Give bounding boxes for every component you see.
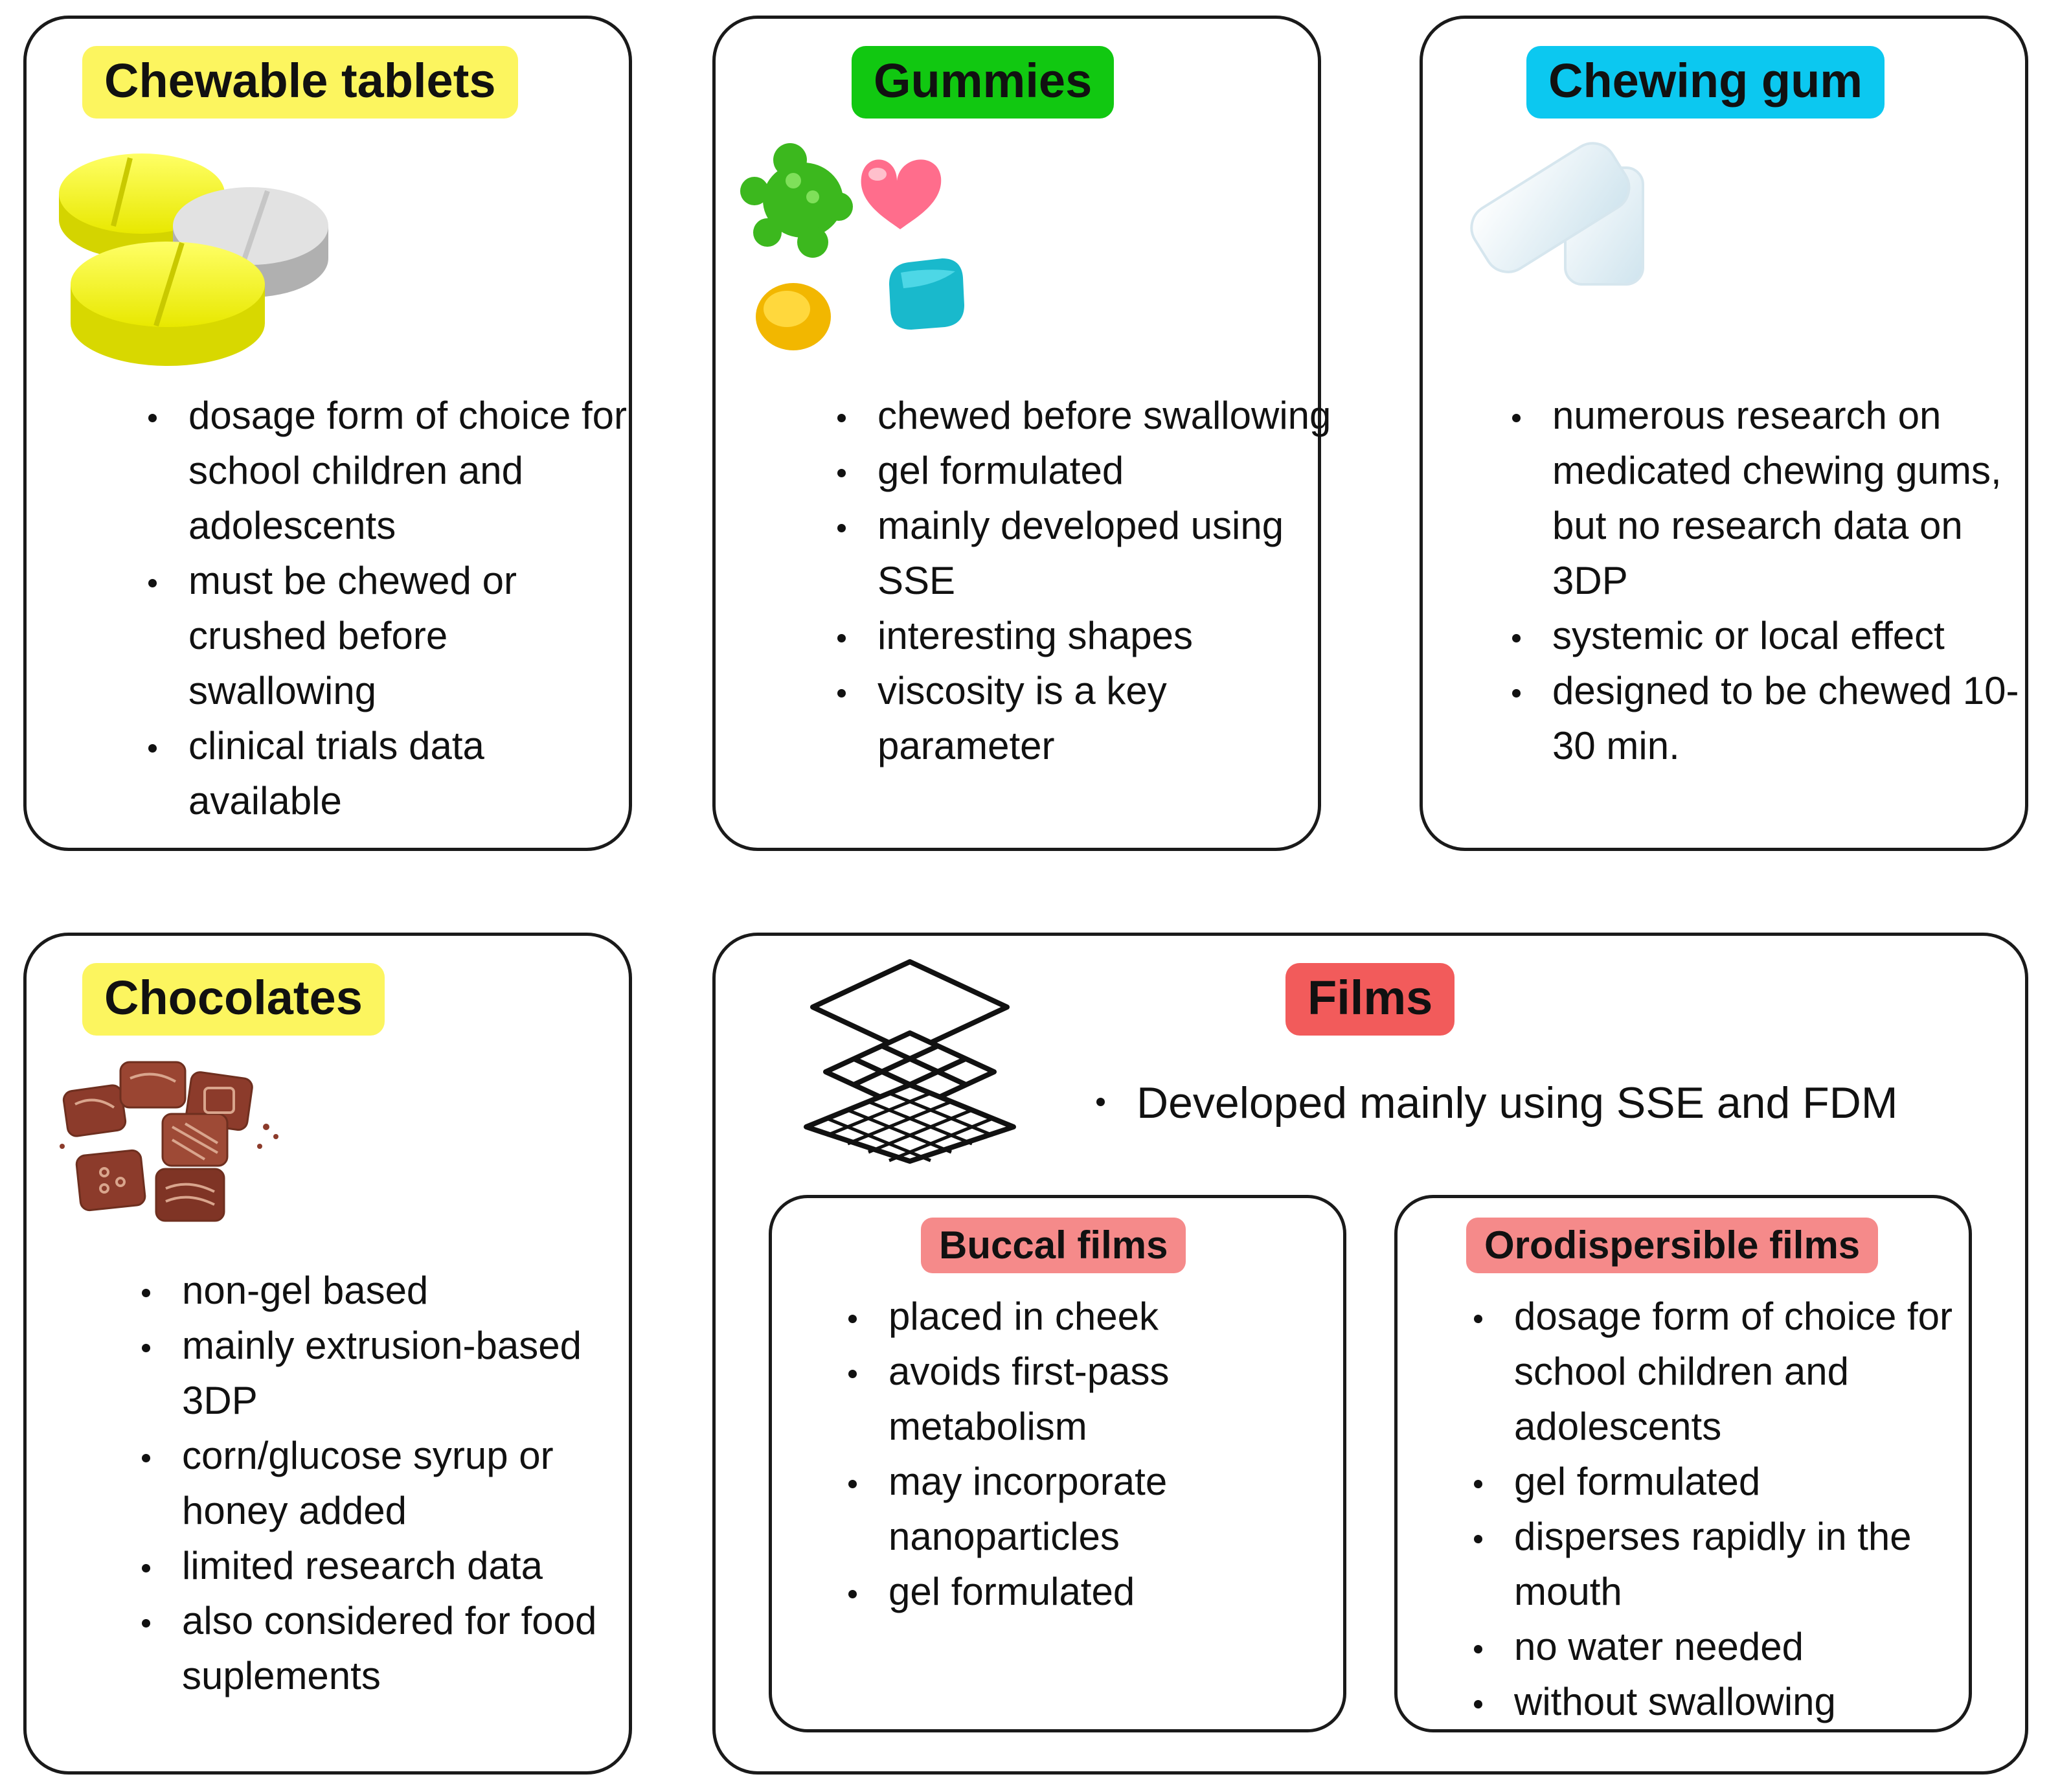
layered-films-icon <box>804 959 1016 1164</box>
list-item: avoids first-pass metabolism <box>848 1344 1342 1454</box>
list-item: disperses rapidly in the mouth <box>1474 1509 1993 1619</box>
list-item: systemic or local effect <box>1512 608 2044 663</box>
gummies-title: Gummies <box>852 46 1115 119</box>
chewable-tablets-list: dosage form of choice for school childre… <box>143 388 642 828</box>
chewing-gum-title: Chewing gum <box>1526 46 1885 119</box>
list-item: without swallowing <box>1474 1674 1993 1729</box>
chocolates-icon <box>60 1061 278 1222</box>
chocolates-card: Chocolates non-gel based mainl <box>23 933 632 1775</box>
chewing-gum-list: numerous research on medicated chewing g… <box>1507 388 2044 773</box>
gummies-list: chewed before swallowing gel formulated … <box>832 388 1344 773</box>
list-item: may incorporate nanoparticles <box>848 1454 1342 1564</box>
buccal-films-list: placed in cheek avoids first-pass metabo… <box>843 1289 1342 1619</box>
list-item: designed to be chewed 10-30 min. <box>1512 663 2044 773</box>
list-item: chewed before swallowing <box>837 388 1344 443</box>
orodispersible-films-list: dosage form of choice for school childre… <box>1469 1289 1993 1729</box>
chewable-tablets-card: Chewable tablets dosage form of choice f… <box>23 16 632 851</box>
list-item: clinical trials data available <box>148 718 642 828</box>
list-item: limited research data <box>142 1538 648 1593</box>
list-item: dosage form of choice for school childre… <box>148 388 642 553</box>
list-item: gel formulated <box>1474 1454 1993 1509</box>
buccal-films-title: Buccal films <box>921 1218 1186 1273</box>
buccal-films-card: Buccal films placed in cheek avoids firs… <box>769 1195 1346 1732</box>
chocolates-list: non-gel based mainly extrusion-based 3DP… <box>137 1263 648 1703</box>
list-item: dosage form of choice for school childre… <box>1474 1289 1993 1454</box>
list-item: non-gel based <box>142 1263 648 1318</box>
orodispersible-films-title: Orodispersible films <box>1466 1218 1879 1273</box>
orodispersible-films-card: Orodispersible films dosage form of choi… <box>1394 1195 1972 1732</box>
list-item: no water needed <box>1474 1619 1993 1674</box>
films-list: Developed mainly using SSE and FDM <box>1091 1072 2043 1134</box>
chewing-gum-card: Chewing gum numerous research on medicat… <box>1420 16 2028 851</box>
list-item: must be chewed or crushed before swallow… <box>148 553 642 718</box>
list-item: gel formulated <box>848 1564 1342 1619</box>
films-card: Films Developed mainly using SSE and FDM… <box>712 933 2028 1775</box>
list-item: placed in cheek <box>848 1289 1342 1344</box>
list-item: numerous research on medicated chewing g… <box>1512 388 2044 608</box>
list-item: interesting shapes <box>837 608 1344 663</box>
films-title: Films <box>1285 963 1455 1036</box>
list-item: corn/glucose syrup or honey added <box>142 1428 648 1538</box>
chewable-tablets-title: Chewable tablets <box>82 46 518 119</box>
chewing-gum-icon <box>1470 142 1644 286</box>
chewable-tablets-icon <box>59 153 328 366</box>
list-item: viscosity is a key parameter <box>837 663 1344 773</box>
list-item: Developed mainly using SSE and FDM <box>1096 1072 2043 1134</box>
gummies-icon <box>740 143 964 350</box>
list-item: mainly extrusion-based 3DP <box>142 1318 648 1428</box>
list-item: mainly developed using SSE <box>837 498 1344 608</box>
list-item: also considered for food suplements <box>142 1593 648 1703</box>
gummies-card: Gummies chewed before swall <box>712 16 1331 851</box>
chocolates-title: Chocolates <box>82 963 385 1036</box>
list-item: gel formulated <box>837 443 1344 498</box>
